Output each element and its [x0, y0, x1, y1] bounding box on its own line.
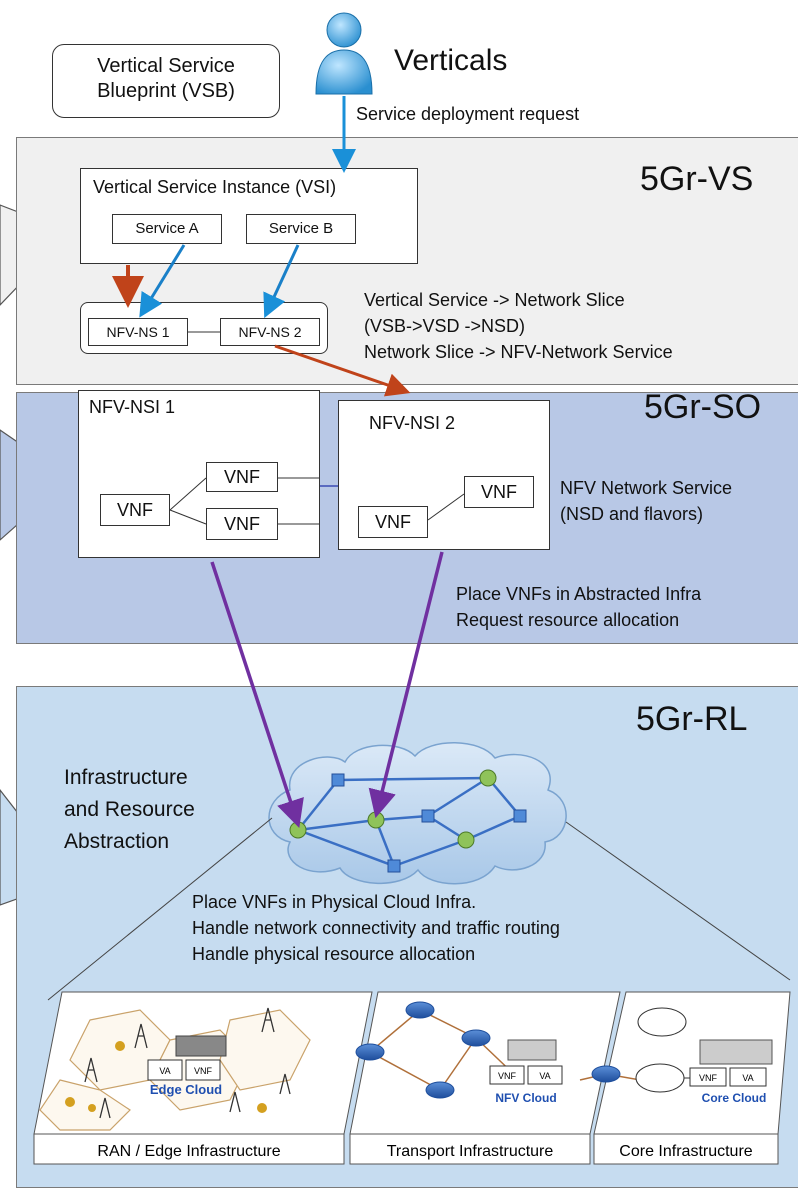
service-b-label: Service B — [268, 220, 334, 237]
tower-icons — [84, 1007, 291, 1119]
verticals-user-icon — [315, 12, 373, 95]
nfv-ns2-label: NFV-NS 2 — [238, 324, 302, 340]
service-request-label: Service deployment request — [356, 104, 580, 124]
nsi1-rl-arrow — [210, 561, 304, 828]
nfv-ns1-box: NFV-NS 1 — [88, 318, 188, 346]
core-va: VA — [742, 1073, 753, 1083]
edge-server-icon: VA VNF — [147, 1035, 227, 1081]
vs-so-red-arrow — [274, 344, 411, 397]
so-desc2: (NSD and flavors) — [560, 504, 704, 524]
perspective-right — [565, 821, 791, 981]
edge-vnf: VNF — [194, 1066, 213, 1076]
vs-desc3: Network Slice -> NFV-Network Service — [364, 342, 673, 362]
transport-label: Transport Infrastructure — [387, 1143, 554, 1160]
core-node-2 — [635, 1063, 685, 1093]
service-a-box: Service A — [112, 214, 222, 244]
vnf-nsi2-left: VNF — [358, 506, 428, 538]
gear-icons — [65, 1041, 267, 1113]
vsb-box: Vertical Service Blueprint (VSB) — [52, 44, 280, 118]
rl-abs2: and Resource — [64, 798, 195, 821]
router-icons — [355, 1001, 641, 1099]
so-desc1: NFV Network Service — [560, 478, 733, 498]
vsb-line1: Vertical Service — [97, 55, 235, 77]
ran-label: RAN / Edge Infrastructure — [97, 1143, 280, 1160]
nfv-vnf: VNF — [498, 1071, 517, 1081]
vnf-nsi2-right-label: VNF — [481, 482, 517, 502]
vnf-nsi1-left: VNF — [100, 494, 170, 526]
core-vnf: VNF — [699, 1073, 718, 1083]
vnf-link-5 — [427, 493, 465, 521]
verticals-title: Verticals — [394, 44, 508, 77]
core-server-icon: VNF VA — [689, 1039, 773, 1087]
rl-desc2: Handle network connectivity and traffic … — [192, 918, 560, 938]
vnf-nsi1-left-label: VNF — [117, 500, 153, 520]
vsb-line2: Blueprint (VSB) — [97, 80, 235, 102]
vnf-nsi2-right: VNF — [464, 476, 534, 508]
vnf-link-1 — [169, 477, 207, 511]
nfv-server-icon: VNF VA — [489, 1039, 563, 1085]
nfv-ns1-label: NFV-NS 1 — [106, 324, 170, 340]
vnf-nsi1-top: VNF — [206, 462, 278, 492]
rl-abs1: Infrastructure — [64, 766, 188, 789]
vnf-nsi1-top-label: VNF — [224, 467, 260, 487]
edge-cloud-label: Edge Cloud — [150, 1082, 222, 1097]
nsi2-rl-arrow — [368, 551, 444, 819]
vs-desc2: (VSB->VSD ->NSD) — [364, 316, 526, 336]
vs-desc1: Vertical Service -> Network Slice — [364, 290, 625, 310]
nfv-nsi1-box: NFV-NSI 1 — [78, 390, 320, 558]
nfv-ns2-box: NFV-NS 2 — [220, 318, 320, 346]
rl-desc3: Handle physical resource allocation — [192, 944, 476, 964]
nfv-va: VA — [539, 1071, 550, 1081]
nfv-cloud-label: NFV Cloud — [495, 1091, 556, 1105]
service-a-label: Service A — [135, 220, 199, 237]
so-desc4: Request resource allocation — [456, 610, 680, 630]
perspective-left — [47, 817, 273, 1001]
vsi-title: Vertical Service Instance (VSI) — [93, 177, 337, 197]
service-b-ns2-arrow — [263, 244, 300, 319]
rl-title: 5Gr-RL — [636, 700, 748, 738]
core-cloud-label: Core Cloud — [702, 1091, 767, 1105]
core-label: Core Infrastructure — [619, 1143, 752, 1160]
vnf-nsi1-bottom-label: VNF — [224, 514, 260, 534]
nfv-nsi2-label: NFV-NSI 2 — [369, 413, 456, 433]
so-title: 5Gr-SO — [644, 388, 762, 426]
service-b-box: Service B — [246, 214, 356, 244]
core-node-1 — [637, 1007, 687, 1037]
vnf-nsi2-left-label: VNF — [375, 512, 411, 532]
vnf-nsi1-bottom: VNF — [206, 508, 278, 540]
rl-desc1: Place VNFs in Physical Cloud Infra. — [192, 892, 477, 912]
nfv-nsi1-label: NFV-NSI 1 — [89, 397, 176, 417]
so-desc3: Place VNFs in Abstracted Infra — [456, 584, 702, 604]
vs-title: 5Gr-VS — [640, 160, 754, 198]
vnf-link-2 — [169, 509, 207, 525]
rl-abs3: Abstraction — [64, 830, 170, 853]
edge-va: VA — [159, 1066, 170, 1076]
service-a-ns1-arrow — [139, 244, 186, 318]
